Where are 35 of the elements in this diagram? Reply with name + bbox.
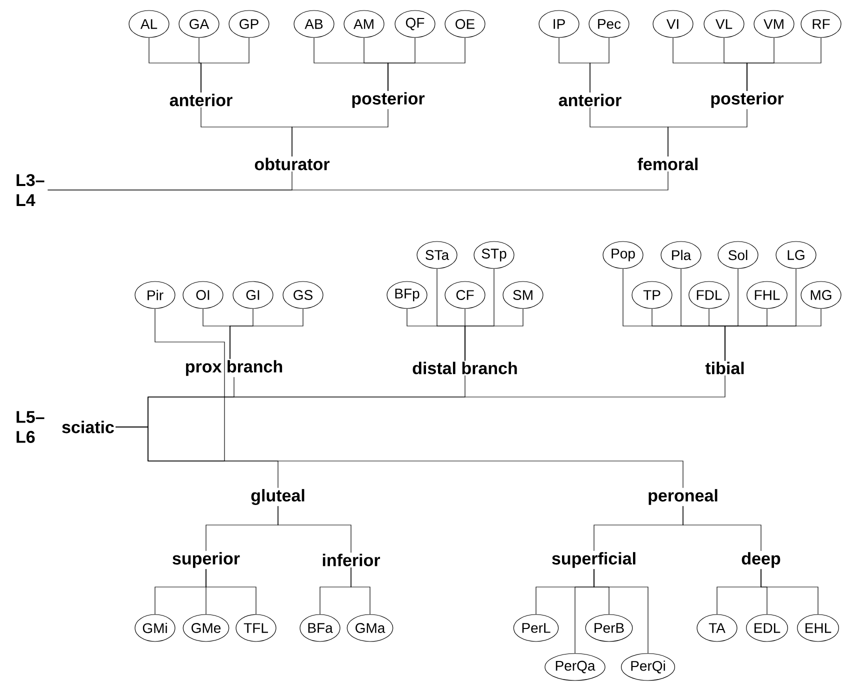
- nerve-label: gluteal: [251, 489, 304, 505]
- nerve-label: superficial: [552, 552, 636, 568]
- spinal-level-label: L3– L4: [16, 174, 44, 206]
- nerve-label: femoral: [638, 158, 698, 170]
- nerve-label: anterior: [558, 94, 622, 106]
- nerve-label: tibial: [705, 362, 744, 374]
- connector-line: [682, 506, 762, 552]
- connector-line: [760, 568, 818, 614]
- nerve-label: anterior: [170, 94, 232, 106]
- connector-line: [590, 38, 610, 93]
- nerve-label: superior: [172, 552, 240, 568]
- connector-line: [115, 426, 684, 488]
- connector-line: [278, 506, 352, 553]
- connector-line: [668, 108, 748, 157]
- connector-line: [292, 108, 388, 157]
- nerve-label: posterior: [352, 92, 425, 108]
- connector-line: [388, 38, 466, 92]
- connector-line: [464, 308, 524, 361]
- nerve-label: peroneal: [648, 489, 718, 505]
- connector-line: [200, 38, 250, 93]
- connector-line: [724, 308, 822, 361]
- connector-line: [746, 38, 822, 92]
- connector-line: [350, 567, 370, 614]
- connector-line: [206, 568, 256, 614]
- nerve-label: prox branch: [186, 360, 282, 376]
- nerve-label: sciatic: [62, 420, 114, 434]
- nerve-label: inferior: [322, 554, 380, 566]
- connector-line: [47, 171, 668, 190]
- connector-line: [230, 308, 304, 360]
- connector-line: [594, 568, 648, 654]
- nerve-label: posterior: [711, 92, 784, 108]
- nerve-label: deep: [742, 552, 780, 568]
- nerve-label: distal branch: [412, 362, 517, 374]
- nerve-label: obturator: [254, 158, 330, 170]
- spinal-level-label: L5– L6: [16, 411, 44, 443]
